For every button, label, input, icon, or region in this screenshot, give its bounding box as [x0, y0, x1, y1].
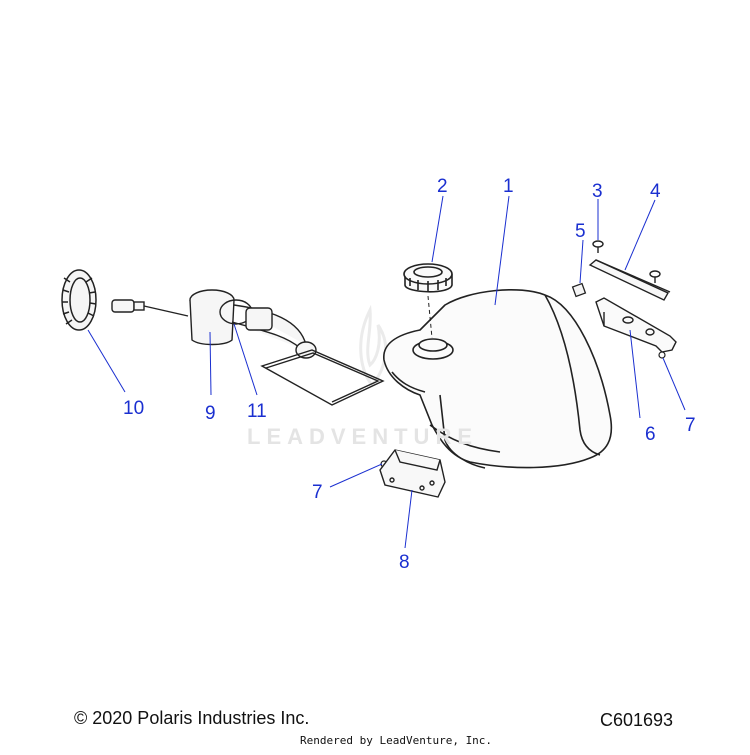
callout-7-mount: 7 — [312, 482, 323, 503]
diagram-id: C601693 — [600, 710, 674, 730]
cap-alignment-line — [427, 295, 433, 339]
screw-part — [592, 240, 604, 253]
leader-lines — [87, 195, 686, 549]
callout-9: 9 — [205, 403, 216, 424]
clip-part — [571, 282, 587, 298]
bracket-part — [595, 297, 677, 353]
callout-4: 4 — [650, 181, 661, 202]
callout-2: 2 — [437, 176, 448, 197]
screw-part-second — [649, 270, 661, 283]
watermark-text: LEADVENTURE — [247, 424, 479, 449]
mount-bracket-part — [379, 449, 446, 498]
copyright-text: © 2020 Polaris Industries Inc. — [74, 708, 310, 728]
callout-5: 5 — [575, 221, 586, 242]
lock-ring-part — [61, 269, 97, 331]
watermark-logo — [359, 304, 388, 388]
callout-8: 8 — [399, 552, 410, 573]
rendered-by-text: Rendered by LeadVenture, Inc. — [300, 734, 493, 747]
fuel-filter-sheet-part — [260, 349, 385, 406]
fuel-tank-part — [383, 289, 613, 469]
callout-6: 6 — [645, 424, 656, 445]
fuel-pump-part — [111, 289, 317, 359]
callout-1: 1 — [503, 176, 514, 197]
fuel-cap-part — [403, 263, 453, 293]
callout-10: 10 — [123, 398, 145, 419]
callout-7-bracket: 7 — [685, 415, 696, 436]
strap-part — [588, 259, 671, 301]
callout-11: 11 — [247, 401, 267, 422]
callout-3: 3 — [592, 181, 603, 202]
